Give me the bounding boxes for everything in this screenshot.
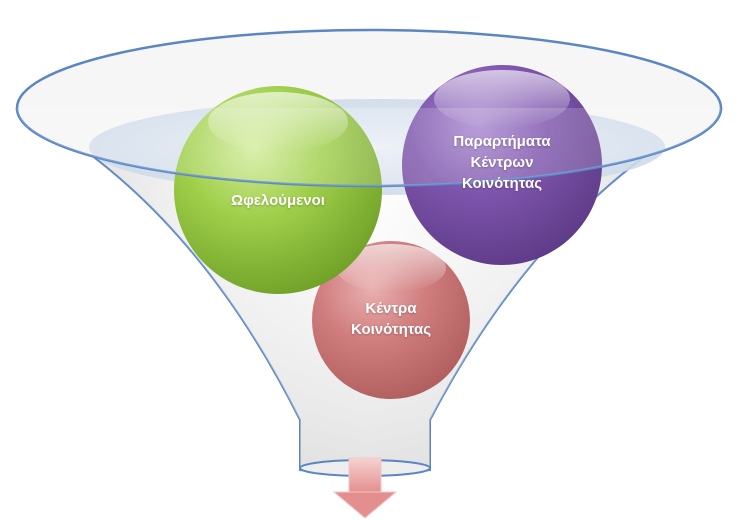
arrow-down-icon <box>332 457 398 519</box>
